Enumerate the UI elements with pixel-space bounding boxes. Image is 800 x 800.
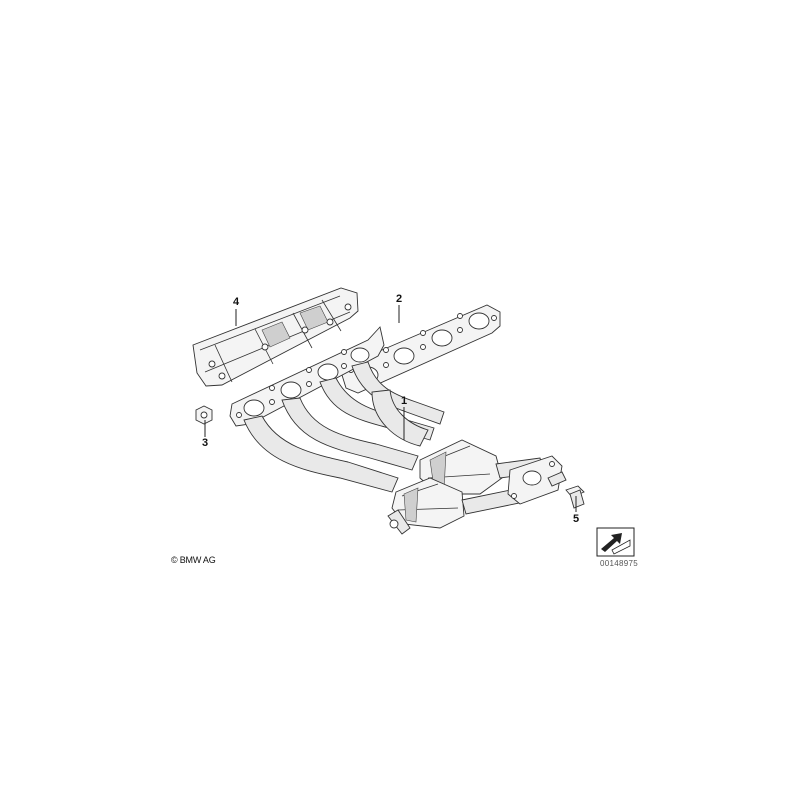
callout-4: 4 (233, 296, 240, 308)
copyright-text: © BMW AG (171, 555, 216, 565)
callout-3: 3 (202, 437, 208, 449)
direction-arrow-icon (596, 527, 635, 557)
gasket-part-2 (341, 304, 501, 394)
callout-1: 1 (401, 395, 407, 407)
heat-shield-part-4 (192, 287, 359, 387)
stud-part-5 (565, 485, 585, 509)
callout-5: 5 (573, 513, 579, 525)
callout-2: 2 (396, 293, 402, 305)
nut-part-3 (195, 405, 213, 425)
exhaust-manifold-part-1 (229, 326, 567, 535)
document-number: 00148975 (600, 559, 638, 568)
